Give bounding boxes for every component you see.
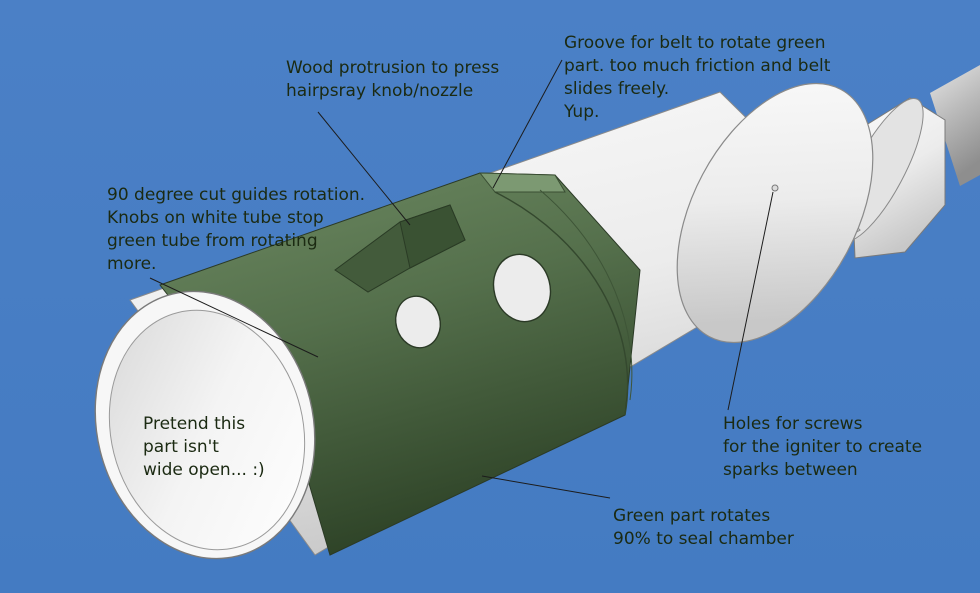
screw-hole-icon: [771, 184, 779, 192]
leader-lines: [149, 59, 774, 499]
label-green-rotates: Green part rotates 90% to seal chamber: [613, 505, 794, 551]
label-line: Knobs on white tube stop: [107, 208, 324, 228]
label-line: part isn't: [143, 437, 219, 457]
label-open-end: Pretend this part isn't wide open... :): [143, 413, 265, 482]
label-line: Green part rotates: [613, 506, 771, 526]
label-line: 90% to seal chamber: [613, 529, 794, 549]
label-line: for the igniter to create: [723, 437, 923, 457]
label-line: sparks between: [723, 460, 858, 480]
green-hole-large: [492, 253, 552, 323]
green-rotating-part: [159, 172, 641, 556]
back-rod: [930, 65, 980, 186]
label-line: Groove for belt to rotate green: [564, 33, 826, 53]
label-line: Wood protrusion to press: [286, 58, 500, 78]
green-hole-small: [395, 295, 441, 349]
label-rotation-cut: 90 degree cut guides rotation. Knobs on …: [107, 184, 365, 276]
label-line: Pretend this: [143, 414, 246, 434]
label-line: slides freely.: [564, 79, 670, 99]
label-line: 90 degree cut guides rotation.: [107, 185, 366, 205]
label-line: green tube from rotating: [107, 231, 318, 251]
label-line: Yup.: [564, 102, 600, 122]
label-line: wide open... :): [143, 460, 265, 480]
label-screw-holes: Holes for screws for the igniter to crea…: [723, 413, 922, 482]
label-wood-protrusion: Wood protrusion to press hairpsray knob/…: [286, 57, 499, 103]
label-line: Holes for screws: [723, 414, 863, 434]
label-line: hairpsray knob/nozzle: [286, 81, 474, 101]
label-line: more.: [107, 254, 157, 274]
label-belt-groove: Groove for belt to rotate green part. to…: [564, 32, 830, 124]
white-tube-open-end: [94, 290, 316, 560]
label-line: part. too much friction and belt: [564, 56, 831, 76]
belt-groove: [478, 172, 566, 193]
